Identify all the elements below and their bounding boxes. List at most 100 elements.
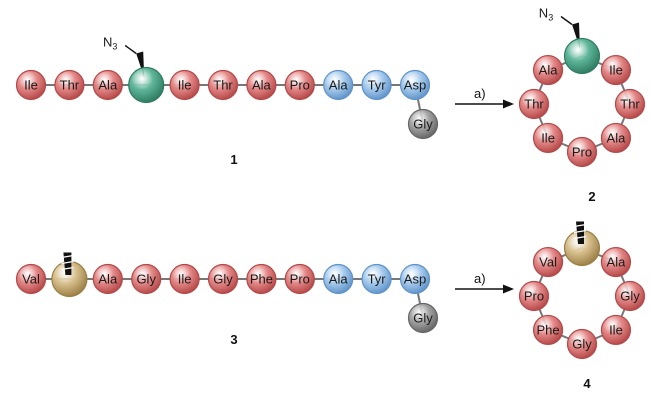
compound-3-label: 3 [230, 332, 237, 347]
residue-label: Pro [290, 78, 310, 93]
compound-2-label: 2 [588, 189, 595, 204]
residue-bead [284, 263, 315, 295]
residue-label: Pro [572, 145, 592, 160]
residue-asp: Asp [399, 263, 431, 295]
residue-label: Ile [178, 272, 192, 287]
modified-residue [128, 66, 165, 104]
residue-gly: Gly [207, 263, 239, 295]
residue-gly: Gly [407, 302, 439, 334]
residue-thr: Thr [207, 69, 239, 101]
residue-label: Phe [250, 272, 273, 287]
residue-bead [128, 66, 165, 104]
residue-label: Thr [60, 78, 80, 93]
residue-label: Asp [404, 78, 426, 93]
residue-ile: Ile [169, 263, 200, 295]
residue-ala: Ala [246, 69, 277, 101]
residue-ala: Ala [323, 263, 354, 295]
residue-label: Phe [536, 322, 559, 337]
residue-ala: Ala [92, 69, 123, 101]
azide-bond [560, 15, 573, 26]
residue-label: Pro [290, 272, 310, 287]
residue-bead [600, 314, 632, 346]
residue-bead [518, 280, 550, 312]
residue-thr: Thr [518, 88, 550, 120]
residue-label: Ile [24, 78, 38, 93]
residue-ala: Ala [532, 54, 564, 86]
residue-bead [15, 69, 47, 101]
residue-bead [600, 246, 632, 278]
residue-bead [92, 263, 123, 295]
residue-asp: Asp [399, 69, 431, 101]
residue-ile: Ile [15, 69, 47, 101]
residue-bead [169, 263, 200, 295]
residue-bead [532, 246, 564, 278]
residue-label: Val [22, 272, 40, 287]
residue-label: Ala [329, 78, 349, 93]
residue-bead [207, 263, 239, 295]
residue-label: Ala [98, 272, 118, 287]
residue-ala: Ala [600, 246, 632, 278]
residue-bead [532, 54, 564, 86]
residue-gly: Gly [566, 328, 598, 360]
residue-bead [614, 88, 646, 120]
residue-bead [323, 69, 354, 101]
residue-bead [407, 302, 439, 334]
residue-label: Gly [572, 337, 592, 352]
residue-phe: Phe [246, 263, 277, 295]
residue-bead [518, 88, 550, 120]
residue-bead [131, 263, 162, 295]
residue-bead [600, 122, 632, 154]
residue-label: Val [539, 255, 557, 270]
residue-pro: Pro [566, 136, 598, 168]
compound-4-label: 4 [583, 376, 591, 391]
residue-label: Gly [620, 289, 640, 304]
residue-label: Gly [413, 117, 433, 132]
residue-thr: Thr [614, 88, 646, 120]
residue-ile: Ile [169, 69, 200, 101]
residue-label: Ile [609, 63, 623, 78]
residue-tyr: Tyr [361, 263, 392, 295]
alkyne-mark [573, 221, 587, 244]
residue-gly: Gly [407, 108, 439, 140]
residue-val: Val [532, 246, 564, 278]
residue-label: Ala [329, 272, 349, 287]
residue-bead [92, 69, 123, 101]
residue-bead [361, 69, 392, 101]
residue-label: Pro [524, 289, 544, 304]
residue-bead [532, 314, 564, 346]
residue-val: Val [15, 263, 47, 295]
residue-bead [361, 263, 392, 295]
residue-gly: Gly [614, 280, 646, 312]
residue-bead [246, 69, 277, 101]
reagent-label-2: a) [474, 271, 486, 286]
residue-label: Ala [98, 78, 118, 93]
residue-label: Tyr [368, 272, 387, 287]
residue-bead [566, 136, 598, 168]
modified-residue [563, 37, 601, 75]
residue-label: Gly [213, 272, 233, 287]
residue-ile: Ile [532, 122, 564, 154]
residue-label: Ala [607, 130, 627, 145]
residue-label: Ile [609, 322, 623, 337]
residue-ala: Ala [92, 263, 123, 295]
residue-ala: Ala [323, 69, 354, 101]
residue-bead [323, 263, 354, 295]
residue-ala: Ala [600, 122, 632, 154]
residue-bead [15, 263, 47, 295]
residue-ile: Ile [600, 54, 632, 86]
residue-label: Gly [413, 311, 433, 326]
residue-bead [54, 69, 85, 101]
azide-label: N3 [103, 35, 117, 52]
residue-label: Thr [620, 97, 640, 112]
reaction-arrow-1 [455, 99, 514, 109]
residue-label: Ile [178, 78, 192, 93]
residue-bead [246, 263, 277, 295]
residue-bead [284, 69, 315, 101]
residue-pro: Pro [518, 280, 550, 312]
residue-bead [566, 328, 598, 360]
residue-label: Ala [539, 63, 559, 78]
